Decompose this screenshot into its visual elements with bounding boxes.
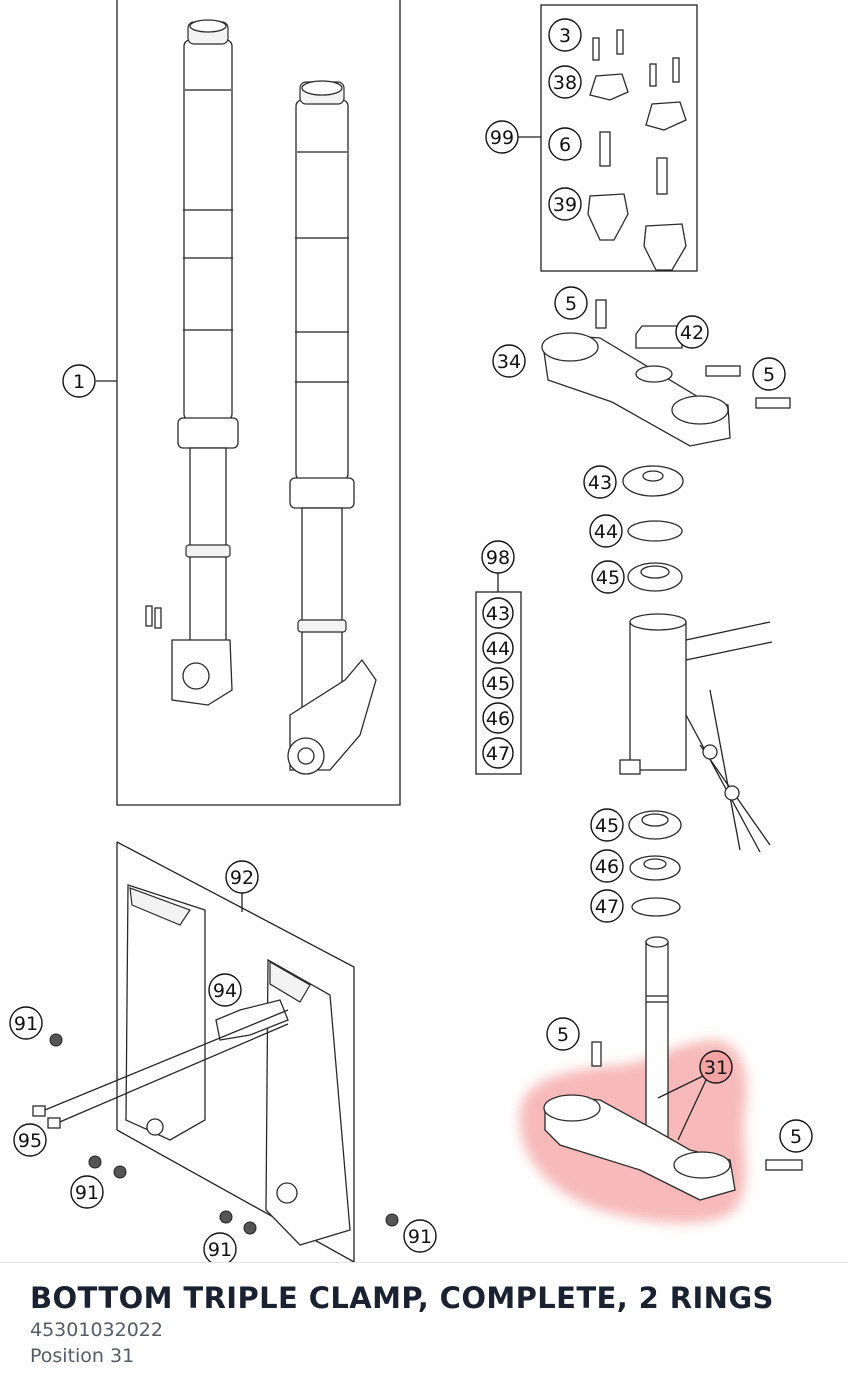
svg-text:99: 99 (490, 127, 514, 149)
svg-text:38: 38 (553, 72, 577, 94)
frame-head-tube (619, 613, 773, 853)
callout-34[interactable]: 34 (492, 344, 526, 378)
svg-text:45: 45 (486, 673, 510, 695)
fork-assembly[interactable] (116, 0, 401, 806)
svg-text:44: 44 (594, 521, 618, 543)
callout-45-top[interactable]: 45 (591, 560, 625, 594)
svg-text:44: 44 (486, 638, 510, 660)
svg-text:98: 98 (486, 547, 510, 569)
svg-text:47: 47 (595, 896, 619, 918)
callout-91-a[interactable]: 91 (9, 1006, 43, 1040)
callout-91-d[interactable]: 91 (403, 1219, 437, 1253)
callout-kit-43[interactable]: 43 (482, 597, 514, 629)
svg-text:91: 91 (408, 1226, 432, 1248)
svg-text:94: 94 (213, 980, 237, 1002)
callout-kit-47[interactable]: 47 (482, 737, 514, 769)
guard-screws (49, 1033, 399, 1235)
callout-38[interactable]: 38 (548, 65, 582, 99)
callout-44[interactable]: 44 (589, 514, 623, 548)
part-title: BOTTOM TRIPLE CLAMP, COMPLETE, 2 RINGS (30, 1281, 774, 1315)
svg-text:31: 31 (704, 1057, 728, 1079)
kit-98-frame (475, 591, 522, 775)
svg-text:43: 43 (588, 472, 612, 494)
callout-91-c[interactable]: 91 (203, 1232, 237, 1262)
callout-92[interactable]: 92 (225, 860, 259, 894)
callout-42[interactable]: 42 (675, 315, 709, 349)
callout-kit-45[interactable]: 45 (482, 667, 514, 699)
callout-47[interactable]: 47 (590, 889, 624, 923)
lower-bearing-set (628, 810, 682, 917)
svg-text:1: 1 (73, 371, 85, 393)
svg-text:91: 91 (14, 1013, 38, 1035)
callout-98[interactable]: 98 (481, 540, 515, 574)
part-number: 45301032022 (30, 1319, 163, 1341)
callout-kit-44[interactable]: 44 (482, 632, 514, 664)
callout-46[interactable]: 46 (590, 849, 624, 883)
svg-text:5: 5 (565, 293, 577, 315)
callout-91-b[interactable]: 91 (70, 1175, 104, 1209)
callout-99[interactable]: 99 (485, 120, 519, 154)
callout-45-bottom[interactable]: 45 (590, 808, 624, 842)
svg-text:45: 45 (595, 815, 619, 837)
callout-5-right[interactable]: 5 (752, 357, 786, 391)
callout-39[interactable]: 39 (548, 187, 582, 221)
svg-text:92: 92 (230, 867, 254, 889)
svg-text:46: 46 (486, 708, 510, 730)
svg-text:46: 46 (595, 856, 619, 878)
svg-text:6: 6 (559, 134, 571, 156)
callout-5-low[interactable]: 5 (546, 1017, 580, 1051)
svg-text:43: 43 (486, 603, 510, 625)
callout-94[interactable]: 94 (208, 973, 242, 1007)
part-position: Position 31 (30, 1345, 135, 1367)
svg-text:34: 34 (497, 351, 521, 373)
svg-text:95: 95 (18, 1130, 42, 1152)
svg-text:45: 45 (596, 567, 620, 589)
callout-5-low-right[interactable]: 5 (779, 1119, 813, 1153)
exploded-parts-diagram: 1 99 3 38 6 39 (9, 0, 813, 1262)
svg-text:47: 47 (486, 743, 510, 765)
part-info-footer: BOTTOM TRIPLE CLAMP, COMPLETE, 2 RINGS 4… (0, 1262, 848, 1390)
svg-text:91: 91 (75, 1182, 99, 1204)
guard-bracket-and-bolts (32, 999, 289, 1129)
callout-6[interactable]: 6 (548, 127, 582, 161)
svg-text:5: 5 (790, 1126, 802, 1148)
upper-triple-clamp[interactable] (541, 299, 791, 447)
svg-text:5: 5 (763, 364, 775, 386)
svg-text:5: 5 (557, 1024, 569, 1046)
svg-text:39: 39 (553, 194, 577, 216)
callout-5-top[interactable]: 5 (554, 286, 588, 320)
bottom-triple-clamp[interactable] (543, 936, 803, 1201)
svg-text:91: 91 (208, 1239, 232, 1261)
kit-99-frame (540, 4, 698, 272)
callout-43[interactable]: 43 (583, 465, 617, 499)
clamp-parts (587, 29, 687, 271)
callout-95[interactable]: 95 (13, 1123, 47, 1157)
callout-kit-46[interactable]: 46 (482, 702, 514, 734)
fork-guards[interactable] (125, 884, 351, 1246)
svg-text:42: 42 (680, 322, 704, 344)
upper-bearing-set (622, 465, 684, 592)
callout-1[interactable]: 1 (62, 364, 96, 398)
callout-31[interactable]: 31 (699, 1050, 733, 1084)
callout-3[interactable]: 3 (548, 18, 582, 52)
svg-text:3: 3 (559, 25, 571, 47)
